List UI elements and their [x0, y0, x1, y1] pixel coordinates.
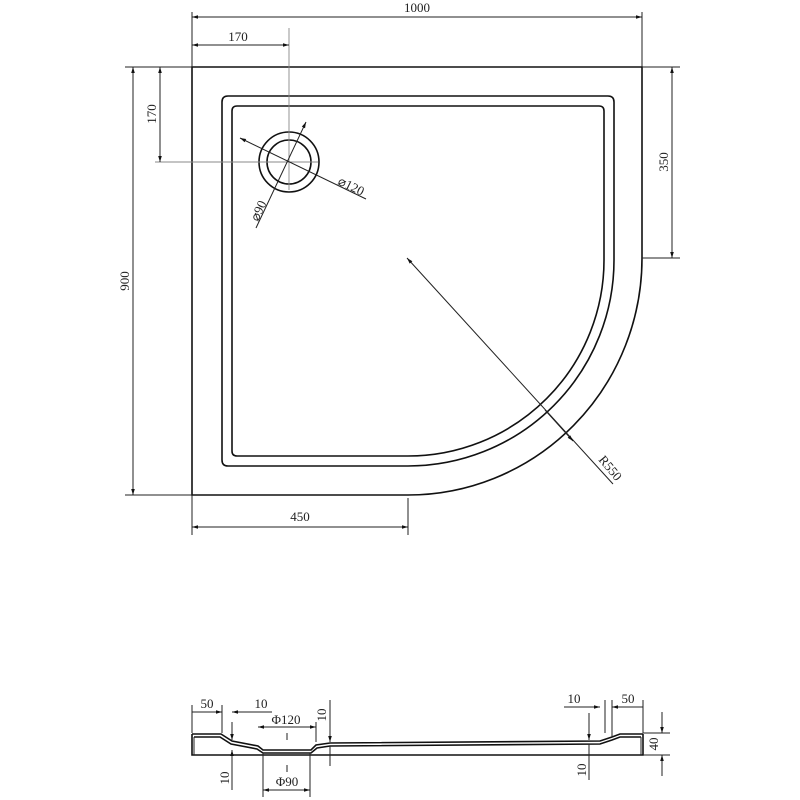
straight-side-label: 350	[656, 152, 671, 172]
left-drop-label: 10	[217, 772, 232, 785]
drain-outer-dim-line	[239, 137, 367, 200]
straight-front-label: 450	[290, 509, 310, 524]
radius-label: R550	[596, 452, 626, 483]
width-label: 1000	[404, 0, 430, 15]
section-view: 50 10 Φ120 Φ90 10 10 10 50 10	[191, 691, 670, 797]
drain-outer-label: ⌀120	[336, 173, 367, 198]
right-rim-label: 50	[622, 691, 635, 706]
drain-offset-y-label: 170	[144, 104, 159, 124]
left-rim-label: 50	[201, 696, 214, 711]
section-profile-bottom	[194, 736, 641, 754]
tray-rim-outer	[221, 95, 615, 467]
section-drain-inner-label: Φ90	[276, 774, 299, 789]
section-drain-outer-label: Φ120	[271, 712, 300, 727]
left-step-label: 10	[255, 696, 268, 711]
drain-inner-label: ⌀90	[247, 198, 269, 223]
right-step-label: 10	[568, 691, 581, 706]
drain-offset-x-label: 170	[228, 29, 248, 44]
tray-outline	[191, 66, 643, 496]
height-label: 40	[646, 738, 661, 751]
right-drop-label: 10	[574, 764, 589, 777]
radius-dim-line	[406, 257, 614, 485]
section-base	[191, 734, 644, 756]
depth-label: 900	[117, 271, 132, 291]
drain-inner-dim-line	[255, 121, 307, 229]
section-profile-top	[192, 733, 643, 751]
center-drop-label: 10	[314, 709, 329, 722]
plan-view: ⌀120 ⌀90 1000 170 170 900 350 450 R550	[117, 0, 680, 535]
tray-rim-inner	[231, 105, 605, 457]
